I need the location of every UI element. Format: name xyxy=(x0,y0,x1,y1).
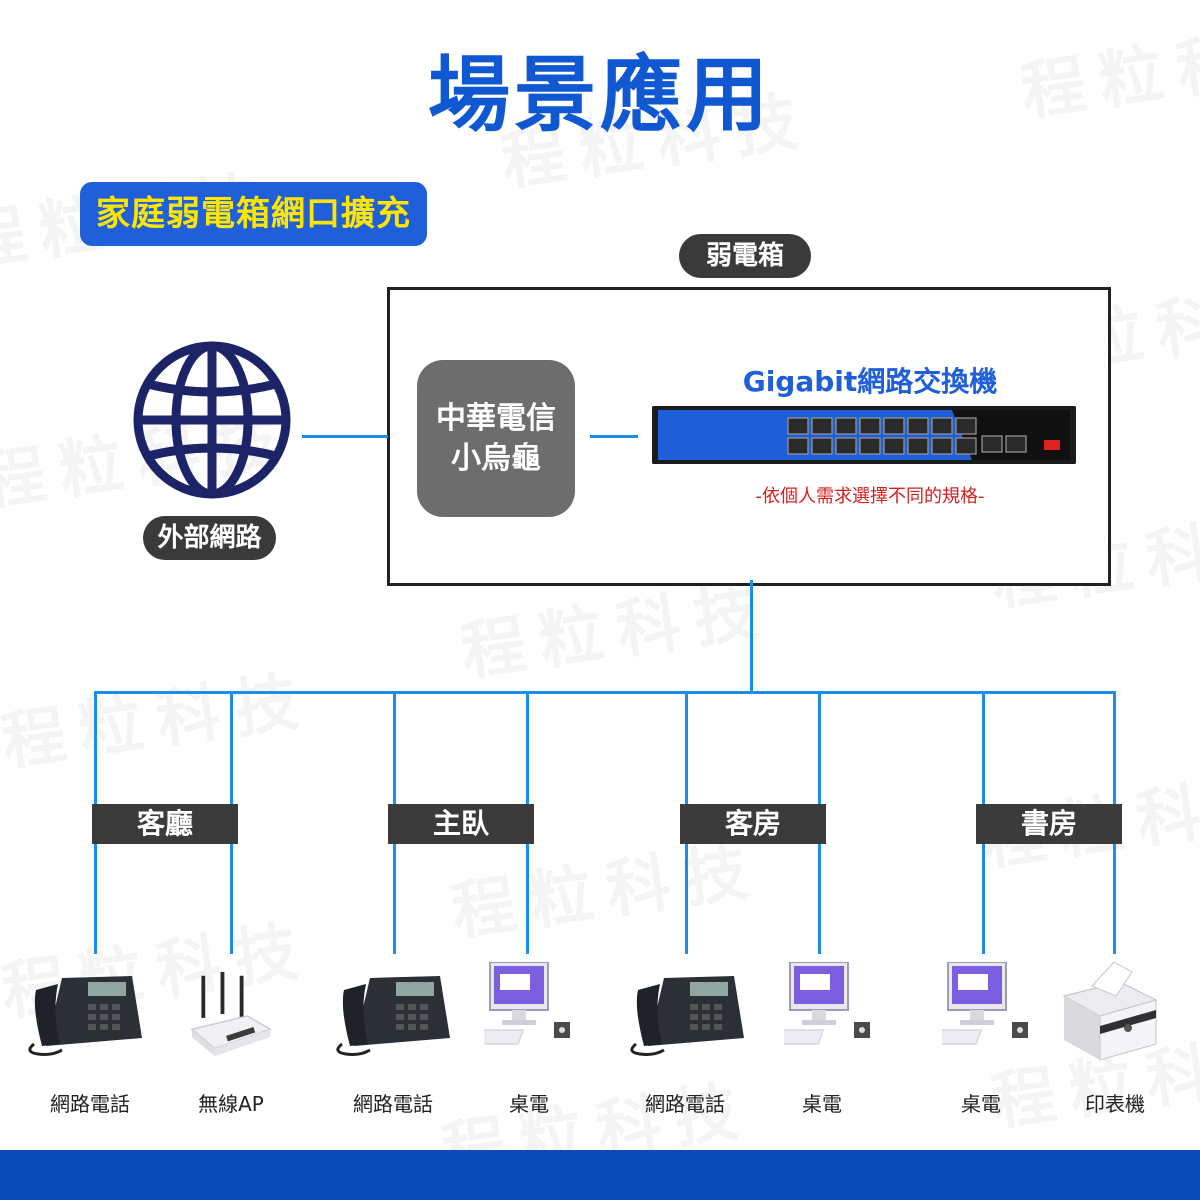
scenario-label: 家庭弱電箱網口擴充 xyxy=(80,182,427,246)
device-label: 桌電 xyxy=(509,1092,549,1116)
device-label: 無線AP xyxy=(198,1092,264,1116)
desktop-pc-icon xyxy=(484,962,571,1045)
external-network-label: 外部網路 xyxy=(143,516,276,560)
bus-line xyxy=(94,691,1116,694)
ip-phone-icon xyxy=(336,974,452,1056)
switch-note: -依個人需求選擇不同的規格- xyxy=(755,486,985,507)
trunk-line xyxy=(750,580,753,693)
device-label: 網路電話 xyxy=(50,1092,130,1116)
room-living-room: 客廳 xyxy=(92,804,238,844)
desktop-pc-icon xyxy=(784,962,871,1045)
room-guest-room: 客房 xyxy=(680,804,826,844)
link-line xyxy=(302,435,388,438)
network-switch-icon xyxy=(652,406,1076,464)
printer-icon xyxy=(1063,961,1157,1061)
page-title: 場景應用 xyxy=(427,48,772,143)
room-study: 書房 xyxy=(976,804,1122,844)
cabinet-label: 弱電箱 xyxy=(679,234,811,278)
ip-phone-icon xyxy=(630,974,746,1056)
isp-device: 小烏龜 xyxy=(451,440,541,476)
wifi-router-icon xyxy=(191,971,272,1057)
device-label: 桌電 xyxy=(961,1092,1001,1116)
desktop-pc-icon xyxy=(942,962,1029,1045)
globe-icon xyxy=(133,341,291,499)
device-label: 印表機 xyxy=(1085,1092,1145,1116)
link-line xyxy=(590,435,638,438)
ip-phone-icon xyxy=(28,974,144,1056)
device-label: 網路電話 xyxy=(645,1092,725,1116)
room-master-bedroom: 主臥 xyxy=(388,804,534,844)
isp-modem: 中華電信 小烏龜 xyxy=(417,360,575,517)
footer-bar xyxy=(0,1150,1200,1200)
switch-label: Gigabit網路交換機 xyxy=(742,365,998,398)
device-label: 桌電 xyxy=(802,1092,842,1116)
watermark: 程粒科技 xyxy=(0,649,317,784)
device-label: 網路電話 xyxy=(353,1092,433,1116)
isp-name: 中華電信 xyxy=(436,400,556,436)
